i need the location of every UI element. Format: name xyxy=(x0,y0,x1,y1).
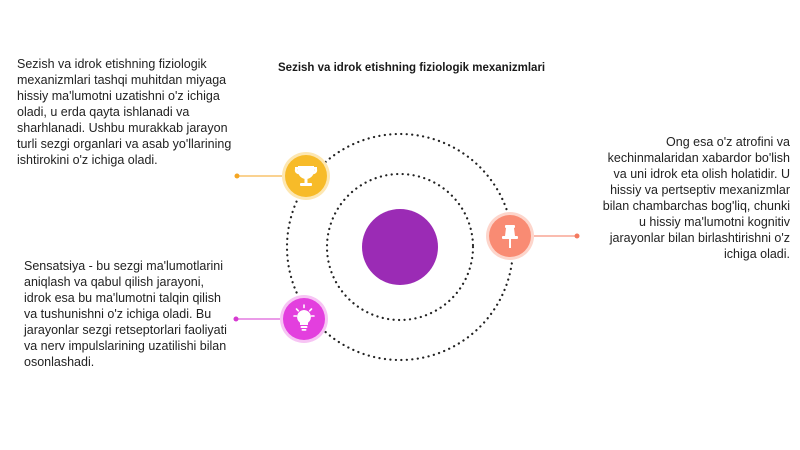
diagram-title: Sezish va idrok etishning fiziologik mex… xyxy=(278,62,546,74)
connector-dot-trophy xyxy=(234,173,240,179)
pushpin-node xyxy=(486,212,534,260)
connector-dot-pin xyxy=(574,233,580,239)
lightbulb-icon xyxy=(280,295,328,343)
trophy-icon xyxy=(282,152,330,200)
lightbulb-node xyxy=(280,295,328,343)
pushpin-icon xyxy=(486,212,534,260)
connector-dot-bulb xyxy=(233,316,239,322)
center-circle xyxy=(362,209,438,285)
trophy-node xyxy=(282,152,330,200)
text-block-top-left: Sezish va idrok etishning fiziologik mex… xyxy=(17,57,232,167)
text-block-right: Ong esa o'z atrofini va kechinmalaridan … xyxy=(602,135,790,261)
text-block-bottom-left: Sensatsiya - bu sezgi ma'lumotlarini ani… xyxy=(24,259,227,369)
inner-orbit xyxy=(325,172,475,322)
